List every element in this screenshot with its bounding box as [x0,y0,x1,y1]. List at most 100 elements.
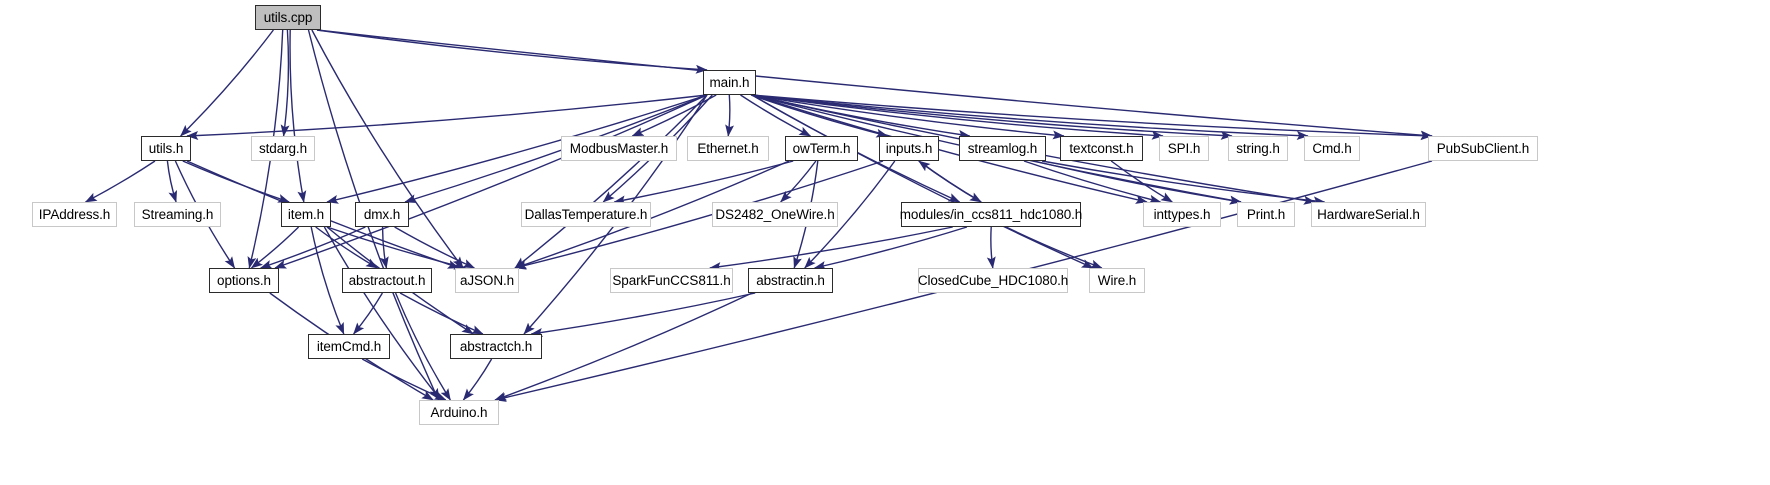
graph-node-inputs-h[interactable]: inputs.h [879,136,939,161]
graph-node-inttypes-h[interactable]: inttypes.h [1143,202,1221,227]
graph-edge-textconst-h-to-inttypes-h [1110,160,1173,203]
graph-node-label: inputs.h [885,140,933,156]
graph-edge-main-h-to-utils-h [186,94,708,140]
graph-node-label: DallasTemperature.h [524,206,648,222]
graph-node-label: Ethernet.h [697,140,759,156]
graph-node-ethernet-h[interactable]: Ethernet.h [687,136,769,161]
graph-node-dallastemp-h[interactable]: DallasTemperature.h [521,202,651,227]
graph-edge-inputs-h-to-ajson-h [514,160,884,270]
graph-node-label: DS2482_OneWire.h [715,206,835,222]
graph-edge-main-h-to-spi-h [751,94,1164,140]
graph-edge-owterm-h-to-dallastemp-h [613,160,794,205]
graph-edge-item-h-to-abstractout-h [315,226,378,269]
graph-node-utils-h[interactable]: utils.h [141,136,191,161]
graph-node-main-h[interactable]: main.h [703,70,756,95]
graph-node-owterm-h[interactable]: owTerm.h [785,136,858,161]
graph-edge-main-h-to-ajson-h [514,94,708,269]
graph-node-label: dmx.h [363,206,401,222]
graph-node-itemcmd-h[interactable]: itemCmd.h [308,334,390,359]
graph-edge-main-h-to-dmx-h [404,94,708,203]
graph-node-print-h[interactable]: Print.h [1237,202,1295,227]
graph-node-arduino-h[interactable]: Arduino.h [419,400,499,425]
graph-node-label: abstractin.h [756,272,825,288]
graph-node-modbusmaster-h[interactable]: ModbusMaster.h [561,136,677,161]
graph-node-closedcube-h[interactable]: ClosedCube_HDC1080.h [918,268,1068,293]
graph-edge-inputs-h-to-abstractin-h [804,160,896,269]
graph-edge-abstractin-h-to-arduino-h [494,292,753,401]
graph-edge-item-h-to-ajson-h [326,226,466,270]
graph-node-ds2482-h[interactable]: DS2482_OneWire.h [712,202,838,227]
graph-node-label: SparkFunCCS811.h [612,272,731,288]
graph-node-dmx-h[interactable]: dmx.h [355,202,409,227]
graph-edge-main-h-to-pubsubclient-h [751,94,1433,141]
graph-node-label: ClosedCube_HDC1080.h [917,272,1069,288]
graph-node-streamlog-h[interactable]: streamlog.h [959,136,1046,161]
graph-edge-in-ccs811-h-to-sparkfun-h [709,226,953,271]
graph-node-label: string.h [1236,140,1280,156]
graph-edge-utils-h-to-streaming-h [166,160,178,203]
graph-node-pubsubclient-h[interactable]: PubSubClient.h [1428,136,1538,161]
graph-edge-dmx-h-to-abstractout-h [379,226,389,269]
graph-edge-streamlog-h-to-inttypes-h [1023,160,1162,204]
graph-edge-streamlog-h-to-print-h [1033,160,1242,205]
graph-node-ipaddress-h[interactable]: IPAddress.h [32,202,117,227]
graph-node-cmd-h[interactable]: Cmd.h [1304,136,1360,161]
graph-node-label: stdarg.h [259,140,307,156]
graph-edge-main-h-to-ethernet-h [725,94,735,137]
graph-edge-utils-cpp-to-stdarg-h [280,29,290,137]
graph-node-sparkfun-h[interactable]: SparkFunCCS811.h [610,268,733,293]
graph-node-label: HardwareSerial.h [1317,206,1420,222]
graph-edge-abstractout-h-to-itemcmd-h [353,292,384,335]
graph-edge-in-ccs811-h-to-closedcube-h [986,226,996,269]
graph-edge-in-ccs811-h-to-inputs-h [918,160,982,203]
graph-edge-main-h-to-string-h [751,94,1233,140]
graph-node-in-ccs811-h[interactable]: modules/in_ccs811_hdc1080.h [899,202,1083,227]
graph-edge-owterm-h-to-ds2482-h [780,160,817,203]
graph-edge-dmx-h-to-options-h [259,226,366,269]
graph-node-label: Arduino.h [430,404,488,420]
graph-edge-abstractch-h-to-arduino-h [462,358,493,401]
edges [84,29,1433,402]
graph-node-textconst-h[interactable]: textconst.h [1060,136,1143,161]
graph-node-ajson-h[interactable]: aJSON.h [455,268,519,293]
graph-node-abstractout-h[interactable]: abstractout.h [342,268,432,293]
graph-edge-abstractin-h-to-abstractch-h [530,292,756,337]
graph-edge-main-h-to-textconst-h [751,94,1065,140]
graph-node-wire-h[interactable]: Wire.h [1089,268,1145,293]
graph-edge-item-h-to-arduino-h [323,226,442,401]
graph-node-label: inttypes.h [1153,206,1211,222]
graph-edge-itemcmd-h-to-arduino-h [361,358,447,401]
graph-node-options-h[interactable]: options.h [209,268,279,293]
graph-node-label: Wire.h [1097,272,1137,288]
graph-node-string-h[interactable]: string.h [1228,136,1288,161]
graph-node-label: modules/in_ccs811_hdc1080.h [899,206,1083,222]
graph-edge-abstractout-h-to-abstractch-h [399,292,484,335]
graph-node-label: Streaming.h [141,206,214,222]
graph-node-label: textconst.h [1069,140,1134,156]
graph-edge-item-h-to-options-h [250,226,300,269]
graph-node-label: Cmd.h [1312,140,1352,156]
graph-edge-streamlog-h-to-hardwareserial-h [1041,160,1326,206]
graph-edge-main-h-to-cmd-h [751,94,1309,141]
graph-node-label: main.h [709,74,750,90]
graph-node-spi-h[interactable]: SPI.h [1159,136,1209,161]
graph-node-hardwareserial-h[interactable]: HardwareSerial.h [1311,202,1426,227]
graph-edge-utils-cpp-to-pubsubclient-h [316,29,1433,140]
graph-node-label: aJSON.h [459,272,515,288]
graph-node-abstractch-h[interactable]: abstractch.h [450,334,542,359]
graph-node-stdarg-h[interactable]: stdarg.h [251,136,315,161]
graph-node-abstractin-h[interactable]: abstractin.h [748,268,833,293]
graph-node-streaming-h[interactable]: Streaming.h [134,202,221,227]
graph-edge-utils-cpp-to-utils-h [180,29,274,137]
graph-edge-in-ccs811-h-to-abstractin-h [813,226,968,270]
graph-node-item-h[interactable]: item.h [281,202,331,227]
graph-node-utils-cpp[interactable]: utils.cpp [255,5,321,30]
graph-edge-item-h-to-itemcmd-h [310,226,345,335]
graph-node-label: utils.cpp [263,9,313,25]
graph-node-label: abstractch.h [459,338,533,354]
graph-edge-main-h-to-inttypes-h [751,94,1148,204]
graph-node-label: abstractout.h [348,272,426,288]
graph-edge-main-h-to-wire-h [751,94,1094,269]
